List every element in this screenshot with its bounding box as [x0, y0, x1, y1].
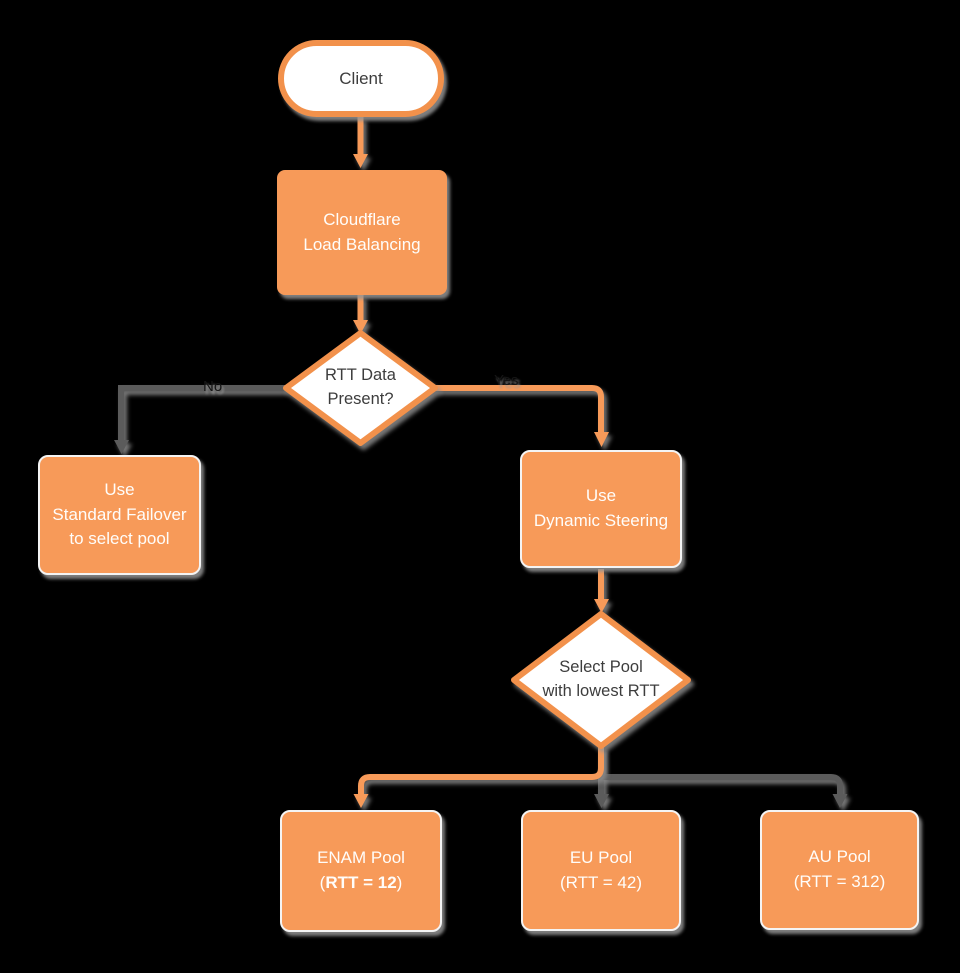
au-pool-name: AU Pool — [808, 847, 871, 867]
client-node: Client — [278, 40, 444, 117]
edge-yes-to-dynamic-steering — [435, 385, 609, 447]
edge-no-to-standard-failover — [114, 385, 286, 454]
enam-pool-node: ENAM Pool (RTT = 12) — [280, 810, 442, 932]
no-edge-label: No — [203, 378, 223, 395]
au-pool-rtt: (RTT = 312) — [793, 872, 886, 891]
standard-failover-node: Use Standard Failover to select pool — [38, 455, 201, 575]
eu-pool-node: EU Pool (RTT = 42) — [521, 810, 681, 931]
rtt-decision-node: RTT Data Present? — [290, 343, 431, 433]
edge-dynamic-to-selectpool — [594, 569, 609, 613]
edge-client-to-loadbalancer — [353, 117, 368, 168]
dynamic-steering-label: Use Dynamic Steering — [533, 486, 669, 530]
client-label: Client — [339, 68, 383, 88]
eu-pool-name: EU Pool — [569, 847, 633, 867]
dynamic-steering-node: Use Dynamic Steering — [520, 450, 682, 568]
load-balancer-node: Cloudflare Load Balancing — [277, 170, 447, 295]
load-balancer-label: Cloudflare Load Balancing — [303, 209, 421, 254]
yes-edge-label: Yes — [494, 372, 519, 389]
enam-pool-rtt: (RTT = 12) — [319, 873, 403, 892]
select-pool-decision-node: Select Pool with lowest RTT — [516, 635, 686, 725]
enam-pool-name: ENAM Pool — [317, 848, 405, 868]
edge-loadbalancer-to-rttdecision — [353, 295, 368, 334]
select-pool-decision-label: Select Pool with lowest RTT — [542, 658, 660, 700]
select-pool-diamond — [511, 611, 691, 749]
eu-pool-rtt: (RTT = 42) — [559, 872, 643, 892]
standard-failover-label: Use Standard Failover to select pool — [52, 480, 187, 549]
edge-selectpool-to-au — [601, 774, 848, 808]
rtt-decision-diamond — [283, 330, 438, 446]
au-pool-node: AU Pool (RTT = 312) — [760, 810, 919, 930]
rtt-decision-label: RTT Data Present? — [325, 366, 396, 408]
edge-selectpool-to-enam — [353, 747, 604, 808]
